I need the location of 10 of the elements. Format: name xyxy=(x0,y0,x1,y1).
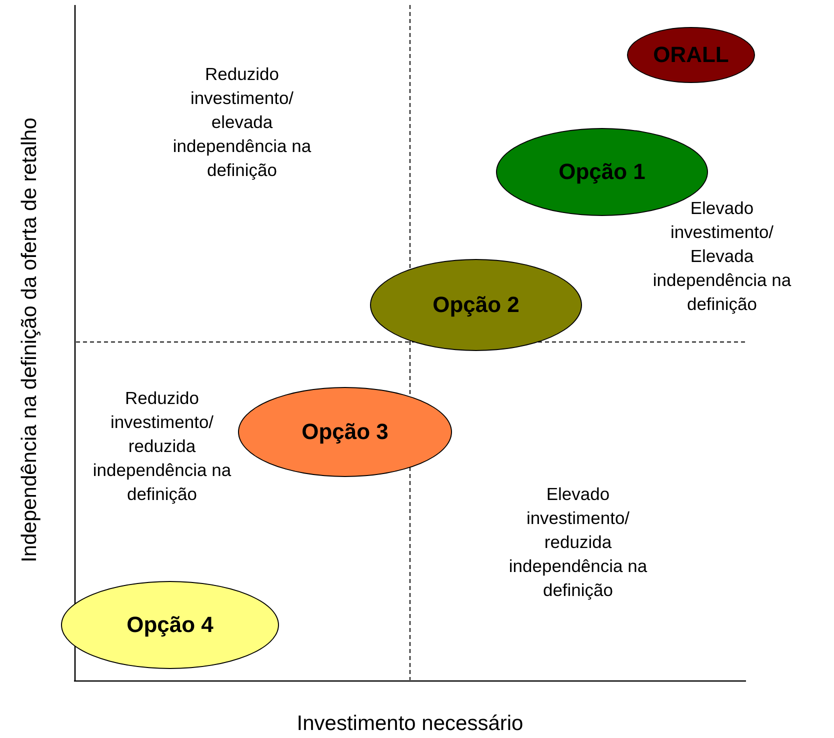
quadrant-label: Elevado investimento/ reduzida independência na definição xyxy=(508,483,648,602)
option-ellipse: Opção 4 xyxy=(61,581,279,669)
quadrant-label: Elevado investimento/ Elevada independência na definição xyxy=(652,197,792,316)
axis-title: Independência na definição da oferta de retalho xyxy=(18,118,42,562)
option-ellipse: Opção 2 xyxy=(370,259,582,351)
option-ellipse: ORALL xyxy=(627,27,755,83)
option-ellipse: Opção 3 xyxy=(238,387,452,477)
quadrant-label: Reduzido investimento/ reduzida independência na definição xyxy=(92,387,232,506)
axis-title: Investimento necessário xyxy=(296,712,524,736)
quadrant-label: Reduzido investimento/ elevada independência na definição xyxy=(172,63,312,182)
